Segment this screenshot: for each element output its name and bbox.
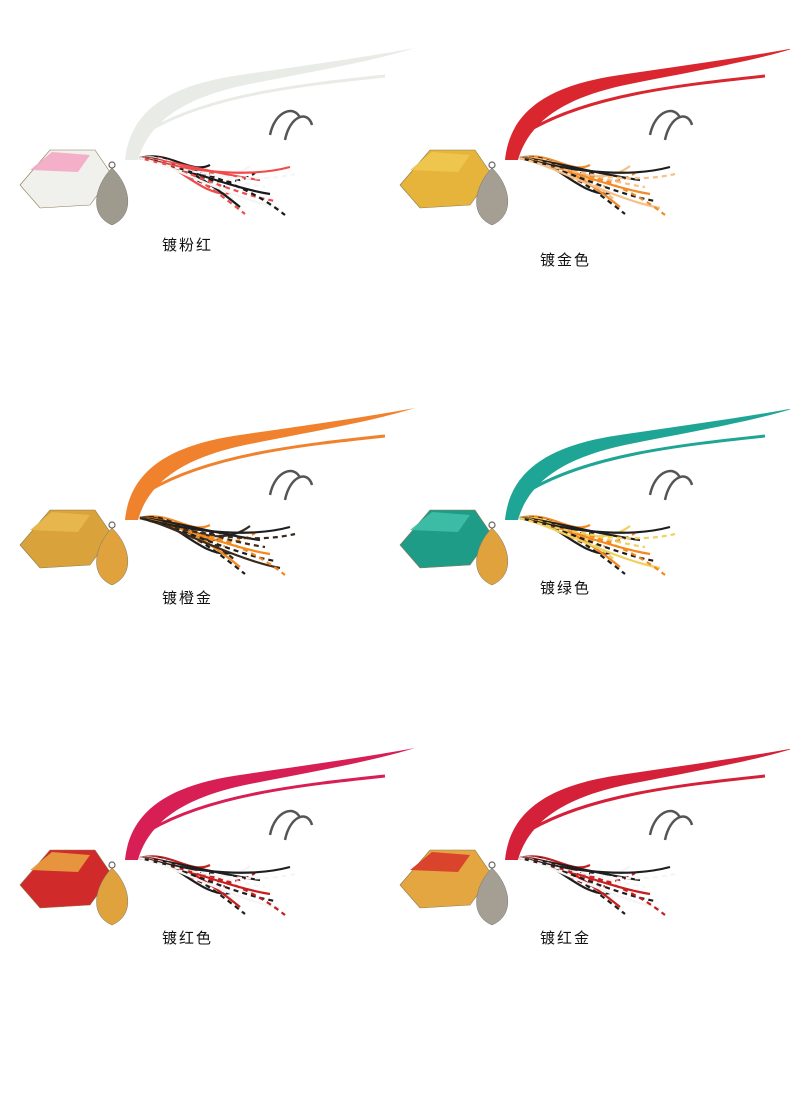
spinner-blade <box>96 867 128 926</box>
skirt-strand <box>139 516 296 540</box>
swivel-ring <box>488 521 496 529</box>
tail-thread <box>529 74 766 132</box>
lure-illustration <box>399 408 790 586</box>
skirt-strands <box>519 515 676 576</box>
spinner-blade <box>96 167 128 226</box>
hook <box>268 809 314 841</box>
tail-thread <box>149 74 386 132</box>
product-label: 镀红色 <box>162 929 214 947</box>
lure-illustration <box>399 748 790 926</box>
spinner-blade <box>476 167 508 226</box>
skirt-strands <box>139 515 296 576</box>
skirt-strand <box>139 156 296 180</box>
skirt-strands <box>139 855 296 916</box>
lure-illustration <box>19 48 415 226</box>
skirt-strands <box>519 855 676 916</box>
hook <box>268 109 314 141</box>
head-accent <box>410 512 470 532</box>
swivel-ring <box>108 861 116 869</box>
product-label: 镀红金 <box>540 929 592 947</box>
hook <box>648 469 694 501</box>
product-card <box>0 360 415 690</box>
swivel-ring <box>108 521 116 529</box>
swivel-ring <box>488 861 496 869</box>
product-card <box>380 700 790 1030</box>
product-label: 镀粉红 <box>162 236 214 254</box>
product-card <box>0 0 415 330</box>
lure-illustration <box>399 48 790 226</box>
spinner-blade <box>96 527 128 586</box>
spinner-blade <box>476 867 508 926</box>
hook <box>648 809 694 841</box>
product-label: 镀金色 <box>540 251 592 269</box>
tail-strip <box>125 48 415 160</box>
tail-thread <box>529 774 766 832</box>
lure-illustration <box>19 408 415 586</box>
skirt-strands <box>139 155 296 216</box>
tail-strip <box>505 748 790 860</box>
skirt-strand <box>519 516 676 540</box>
product-card <box>0 700 415 1030</box>
swivel-ring <box>488 161 496 169</box>
tail-thread <box>149 774 386 832</box>
hook <box>268 469 314 501</box>
spinner-blade <box>476 527 508 586</box>
head-accent <box>30 512 90 532</box>
product-label: 镀橙金 <box>162 589 214 607</box>
head-accent <box>410 852 470 872</box>
tail-strip <box>125 748 415 860</box>
tail-strip <box>125 408 415 520</box>
product-card <box>380 0 790 330</box>
lure-illustration <box>19 748 415 926</box>
tail-thread <box>529 434 766 492</box>
head-accent <box>30 152 90 172</box>
product-card <box>380 360 790 690</box>
head-accent <box>30 852 90 872</box>
hook <box>648 109 694 141</box>
swivel-ring <box>108 161 116 169</box>
skirt-strand <box>139 856 296 880</box>
skirt-strand <box>519 156 676 180</box>
tail-strip <box>505 48 790 160</box>
skirt-strand <box>519 856 676 880</box>
head-accent <box>410 152 470 172</box>
tail-thread <box>149 434 386 492</box>
skirt-strands <box>519 155 676 216</box>
tail-strip <box>505 408 790 520</box>
product-label: 镀绿色 <box>540 579 592 597</box>
